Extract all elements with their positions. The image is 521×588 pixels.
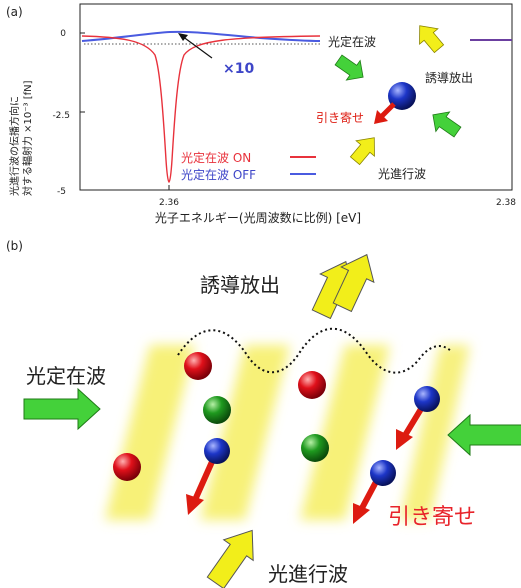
green-sphere-2 — [301, 434, 329, 462]
y-axis-title-line1: 光進行波の伝播方向に — [8, 96, 21, 196]
legend-off-label: 光定在波 OFF — [181, 167, 256, 182]
y-axis-title-line2: 対する輻射力 ×10⁻³ [fN] — [21, 80, 34, 196]
plot-frame — [79, 3, 513, 191]
panel-b-label: (b) — [6, 239, 23, 253]
red-sphere-2 — [298, 371, 326, 399]
attracted-atom-3 — [353, 460, 396, 524]
zoom-arrow — [181, 35, 213, 59]
x-axis-title: 光子エネルギー(光周波数に比例) [eV] — [155, 210, 361, 225]
inset-blue-sphere — [388, 82, 416, 110]
inset-stimulated-emission-label: 誘導放出 — [425, 70, 473, 85]
stimulated-emission-label: 誘導放出 — [200, 273, 280, 297]
green-sphere-1 — [203, 396, 231, 424]
band-4 — [400, 345, 470, 520]
blue-sphere-1 — [204, 438, 230, 464]
zoom-arrow-head — [178, 33, 188, 41]
green-arrow-left — [23, 387, 101, 431]
traveling-wave-label: 光進行波 — [268, 562, 348, 586]
band-1 — [105, 345, 195, 520]
blue-sphere-3 — [370, 460, 396, 486]
legend-on-label: 光定在波 ON — [181, 150, 251, 165]
inset-standing-wave-label: 光定在波 — [328, 34, 376, 49]
zoom-label: ×10 — [223, 61, 254, 77]
red-sphere-3 — [113, 453, 141, 481]
band-3 — [300, 345, 390, 520]
inset-yellow-arrow-upper — [419, 25, 445, 54]
attracted-atom-2 — [396, 386, 440, 450]
standing-wave-bands — [105, 345, 470, 520]
traveling-wave-arrow — [206, 529, 254, 588]
inset-green-arrow-left — [334, 54, 364, 81]
standing-wave-label: 光定在波 — [26, 364, 106, 388]
standing-wave-dotted-curve — [177, 327, 453, 374]
inset-green-arrow-right — [432, 111, 462, 138]
band-2 — [200, 345, 290, 520]
y-axis-title: 光進行波の伝播方向に 対する輻射力 ×10⁻³ [fN] — [8, 80, 34, 196]
y-tick-0: 0 — [60, 29, 66, 39]
inset-attraction-label: 引き寄せ — [316, 110, 364, 125]
curve-standing-wave-on — [81, 35, 321, 183]
inset-yellow-arrow-lower — [349, 137, 375, 166]
y-tick-2: -5 — [57, 187, 66, 197]
stimulated-emission-arrows — [311, 253, 375, 320]
panel-a-label: (a) — [6, 5, 23, 19]
attraction-label: 引き寄せ — [388, 505, 476, 530]
attracted-atom-1 — [186, 438, 230, 515]
red-sphere-1 — [184, 352, 212, 380]
green-arrow-right — [447, 413, 521, 457]
inset-traveling-wave-label: 光進行波 — [378, 167, 426, 181]
inset-red-arrow-head — [374, 110, 388, 124]
blue-sphere-2 — [414, 386, 440, 412]
y-tick-1: -2.5 — [52, 111, 70, 121]
curve-standing-wave-off — [81, 30, 321, 42]
x-tick-1: 2.38 — [496, 198, 516, 208]
x-tick-0: 2.36 — [159, 198, 179, 208]
inset-red-arrow-shaft — [379, 102, 396, 119]
